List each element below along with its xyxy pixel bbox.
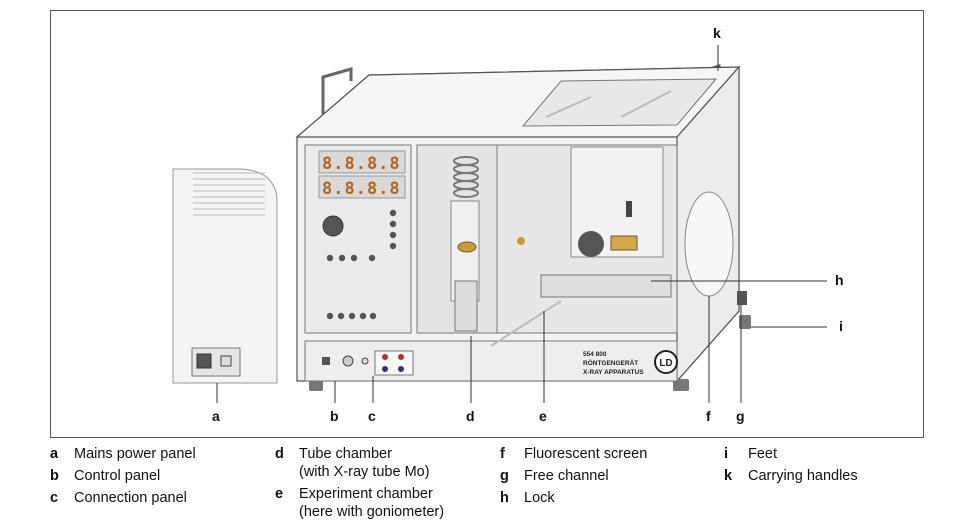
legend-text: Tube chamber (with X-ray tube Mo)	[299, 443, 430, 483]
control-panel-drawing: 8.8.8.8 8.8.8.8	[305, 145, 411, 333]
legend-key: h	[500, 487, 524, 509]
apparatus-figure: 8.8.8.8 8.8.8.8	[50, 10, 924, 438]
mains-power-unit	[173, 169, 277, 383]
legend-key: d	[275, 443, 299, 483]
legend-item: dTube chamber (with X-ray tube Mo)	[275, 443, 444, 483]
legend-item: bControl panel	[50, 465, 196, 487]
legend-item: hLock	[500, 487, 647, 509]
tube-chamber-drawing	[417, 145, 497, 333]
legend-text: Feet	[748, 443, 777, 465]
legend-column-2: dTube chamber (with X-ray tube Mo) eExpe…	[275, 443, 444, 523]
legend-key: c	[50, 487, 74, 509]
callout-b: b	[330, 408, 339, 424]
legend-text: Free channel	[524, 465, 609, 487]
callout-g: g	[736, 408, 745, 424]
legend-item: gFree channel	[500, 465, 647, 487]
legend-key: i	[724, 443, 748, 465]
legend-text: Experiment chamber (here with goniometer…	[299, 483, 444, 523]
callout-a: a	[212, 408, 220, 424]
callout-i: i	[839, 318, 843, 334]
fluorescent-screen-drawing	[685, 192, 733, 296]
legend-key: a	[50, 443, 74, 465]
legend-item: cConnection panel	[50, 487, 196, 509]
callout-c: c	[368, 408, 376, 424]
legend-column-1: aMains power panel bControl panel cConne…	[50, 443, 196, 509]
legend-column-4: iFeet kCarrying handles	[724, 443, 858, 487]
svg-text:LD: LD	[659, 358, 672, 369]
legend-item: kCarrying handles	[724, 465, 858, 487]
legend-text: Fluorescent screen	[524, 443, 647, 465]
experiment-chamber-drawing	[491, 145, 677, 346]
legend-item: aMains power panel	[50, 443, 196, 465]
free-channel-drawing	[737, 291, 747, 305]
legend-key: e	[275, 483, 299, 523]
legend-text: Connection panel	[74, 487, 187, 509]
legend-item: eExperiment chamber (here with goniomete…	[275, 483, 444, 523]
callout-h: h	[835, 272, 844, 288]
legend-item: iFeet	[724, 443, 858, 465]
callout-k: k	[713, 25, 721, 41]
ld-logo: LD	[655, 351, 677, 373]
model-number: 554 800	[583, 351, 607, 358]
legend-text: Control panel	[74, 465, 160, 487]
legend-text: Carrying handles	[748, 465, 858, 487]
legend-item: fFluorescent screen	[500, 443, 647, 465]
legend-key: g	[500, 465, 524, 487]
callout-e: e	[539, 408, 547, 424]
legend-key: b	[50, 465, 74, 487]
legend-key: f	[500, 443, 524, 465]
device-name-en: X-RAY APPARATUS	[583, 369, 644, 376]
xray-apparatus-drawing: 8.8.8.8 8.8.8.8	[51, 11, 925, 439]
legend-column-3: fFluorescent screen gFree channel hLock	[500, 443, 647, 509]
device-name-de: RÖNTGENGERÄT	[583, 358, 638, 367]
legend-text: Lock	[524, 487, 555, 509]
legend-key: k	[724, 465, 748, 487]
svg-text:8.8.8.8: 8.8.8.8	[322, 179, 401, 199]
callout-d: d	[466, 408, 475, 424]
callout-f: f	[706, 408, 711, 424]
svg-text:8.8.8.8: 8.8.8.8	[322, 154, 401, 174]
legend-text: Mains power panel	[74, 443, 196, 465]
